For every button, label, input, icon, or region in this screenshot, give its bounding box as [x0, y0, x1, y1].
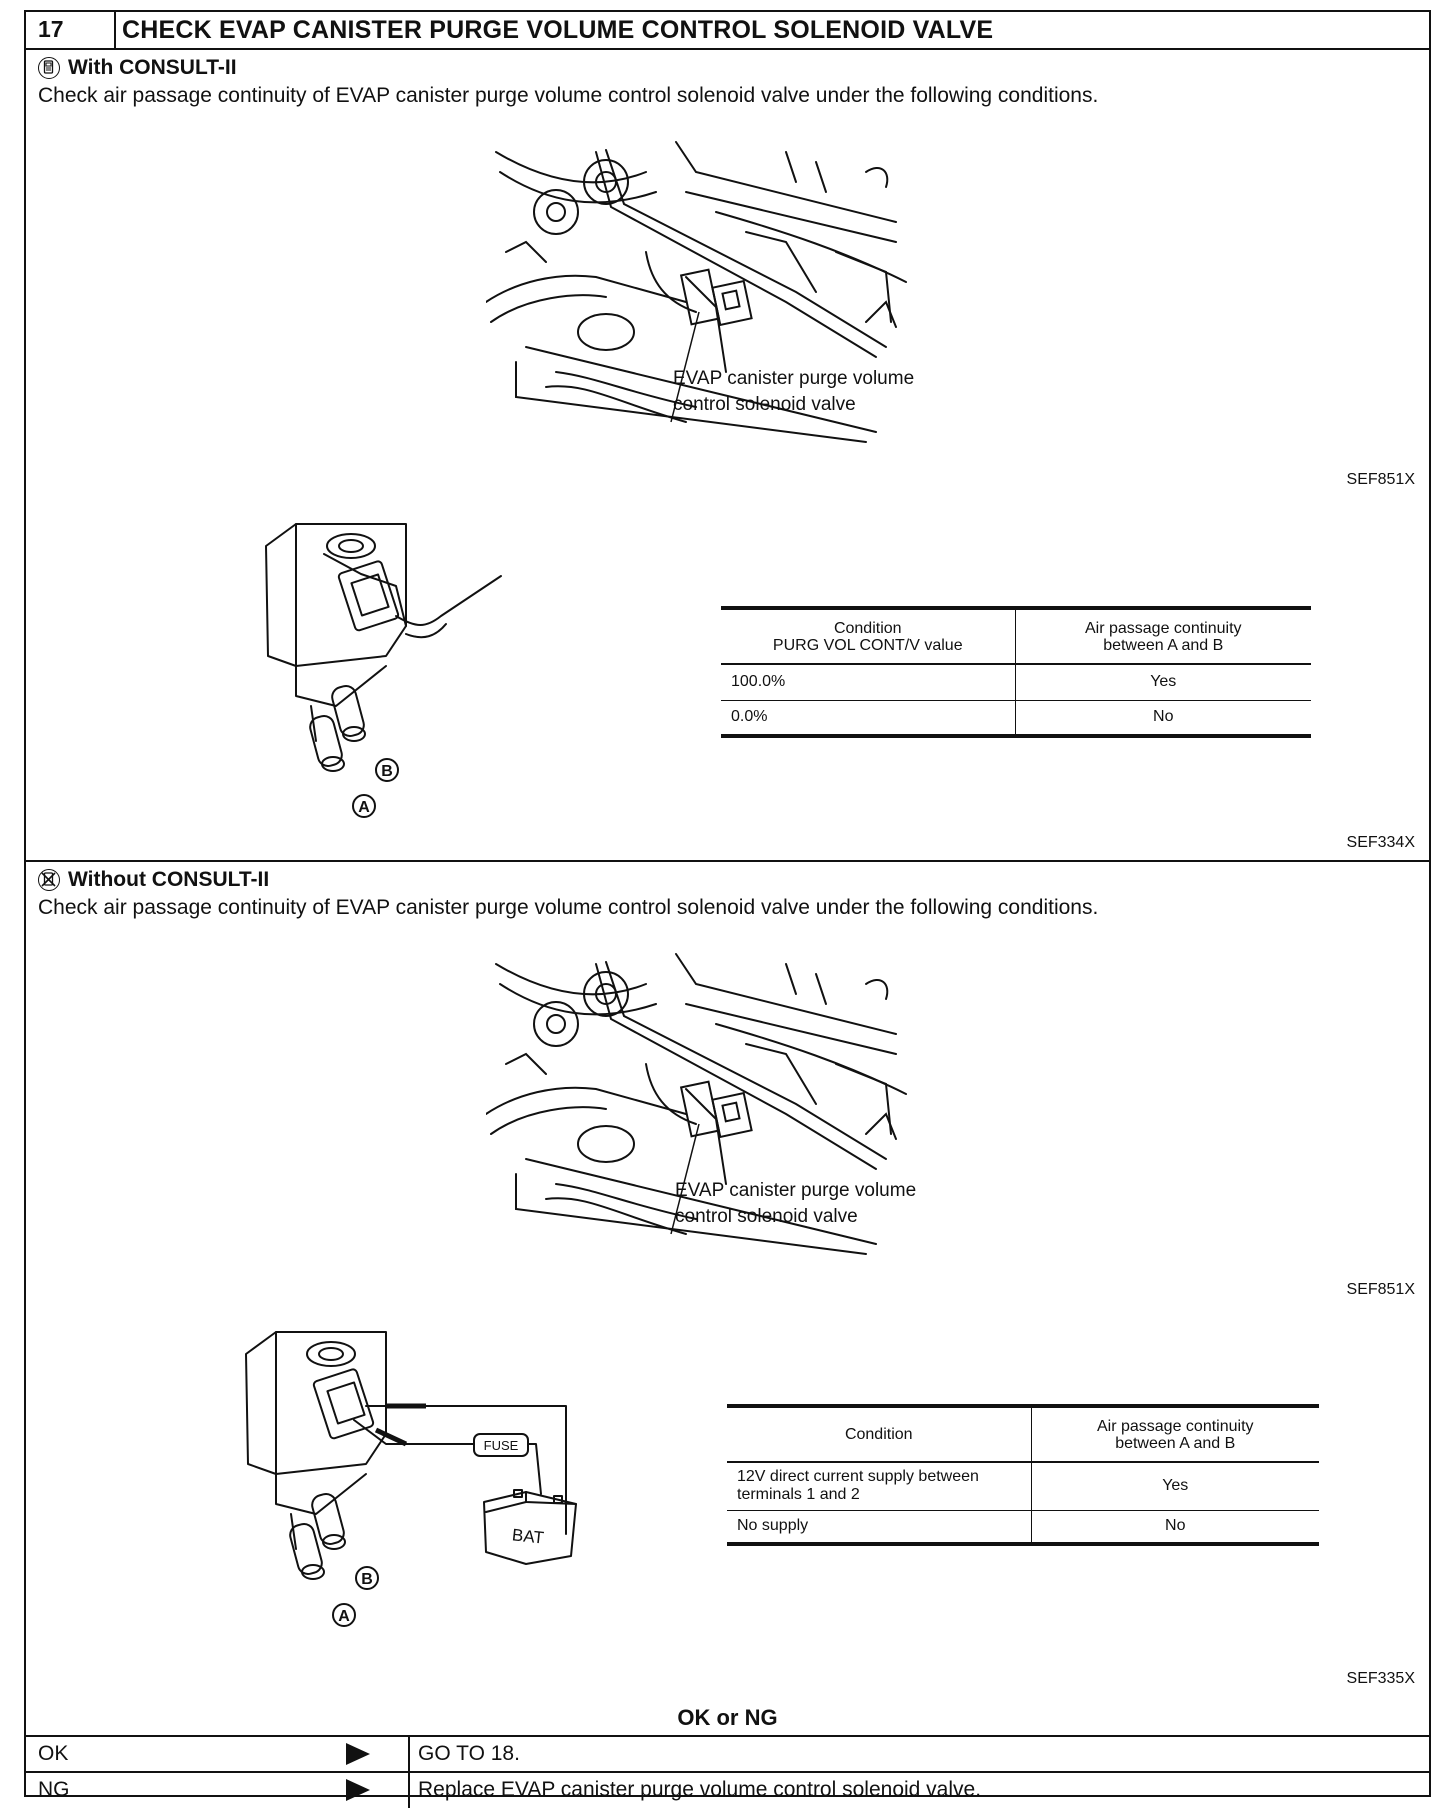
table-row: No supply No: [727, 1510, 1319, 1546]
with-consult-heading-row: With CONSULT-II: [38, 56, 237, 80]
result-row-ok: OK GO TO 18.: [26, 1737, 1429, 1773]
continuity-header-line1: Air passage continuity: [1096, 1417, 1254, 1435]
with-consult-instruction: Check air passage continuity of EVAP can…: [38, 84, 1099, 107]
continuity-cell: Yes: [1015, 664, 1311, 701]
figure-code: SEF851X: [1346, 471, 1415, 488]
continuity-cell: No: [1031, 1510, 1319, 1546]
procedure-frame: 17 CHECK EVAP CANISTER PURGE VOLUME CONT…: [24, 10, 1431, 1808]
port-a-label: A: [358, 799, 370, 816]
solenoid-battery-wiring-illustration: FUSE BAT B A: [245, 1331, 577, 1627]
with-consult-heading: With CONSULT-II: [68, 56, 237, 79]
condition-header-line1: Condition: [833, 619, 902, 637]
condition-line2: terminals 1 and 2: [737, 1486, 860, 1504]
battery-label: BAT: [511, 1525, 545, 1547]
no-consult-icon: [38, 869, 60, 891]
result-action: Replace EVAP canister purge volume contr…: [418, 1778, 982, 1801]
port-a-label: A: [338, 1608, 350, 1625]
step-number: 17: [26, 12, 116, 48]
result-row-ng: NG Replace EVAP canister purge volume co…: [26, 1773, 1429, 1808]
table-row: 12V direct current supply between termin…: [727, 1462, 1319, 1511]
arrow-right-icon: [346, 1779, 370, 1801]
solenoid-valve-illustration: B A: [265, 523, 502, 818]
callout-line-2: control solenoid valve: [673, 394, 856, 415]
with-consult-section: With CONSULT-II Check air passage contin…: [26, 50, 1429, 862]
table-header-row: Condition Air passage continuity between…: [727, 1404, 1319, 1463]
figure-code: SEF335X: [1346, 1670, 1415, 1687]
figure-code: SEF851X: [1346, 1281, 1415, 1298]
condition-cell: 12V direct current supply between termin…: [727, 1462, 1032, 1511]
continuity-header: Air passage continuity between A and B: [1031, 1404, 1319, 1463]
condition-header: Condition PURG VOL CONT/V value: [721, 606, 1016, 665]
condition-cell: 0.0%: [721, 700, 1016, 738]
condition-header: Condition: [727, 1404, 1032, 1463]
without-consult-heading: Without CONSULT-II: [68, 868, 270, 891]
port-b-label: B: [361, 1571, 373, 1588]
condition-cell: 100.0%: [721, 664, 1016, 701]
continuity-header-line2: between A and B: [1115, 1434, 1236, 1452]
continuity-cell: Yes: [1031, 1462, 1319, 1511]
no-consult-condition-table: Condition Air passage continuity between…: [727, 1404, 1319, 1546]
callout-line-1: EVAP canister purge volume: [675, 1180, 917, 1201]
without-consult-instruction: Check air passage continuity of EVAP can…: [38, 896, 1099, 919]
step-title: CHECK EVAP CANISTER PURGE VOLUME CONTROL…: [122, 16, 994, 44]
solenoid-callout: EVAP canister purge volume control solen…: [675, 1178, 916, 1230]
without-consult-section: Without CONSULT-II Check air passage con…: [26, 862, 1429, 1699]
column-divider: [408, 1737, 410, 1773]
consult-tester-icon: [38, 57, 60, 79]
condition-header-line2: PURG VOL CONT/V value: [772, 636, 963, 654]
table-row: 100.0% Yes: [721, 664, 1311, 701]
figure-code: SEF334X: [1346, 834, 1415, 851]
table-row: 0.0% No: [721, 700, 1311, 738]
result-action: GO TO 18.: [418, 1742, 520, 1765]
solenoid-callout: EVAP canister purge volume control solen…: [673, 366, 914, 418]
engine-bay-illustration: [486, 953, 907, 1255]
continuity-header-line2: between A and B: [1103, 636, 1224, 654]
table-header-row: Condition PURG VOL CONT/V value Air pass…: [721, 606, 1311, 665]
port-b-label: B: [381, 763, 393, 780]
result-label: NG: [38, 1778, 70, 1801]
continuity-header: Air passage continuity between A and B: [1015, 606, 1311, 665]
consult-condition-table: Condition PURG VOL CONT/V value Air pass…: [721, 606, 1311, 738]
without-consult-heading-row: Without CONSULT-II: [38, 868, 269, 892]
fuse-label: FUSE: [484, 1438, 519, 1453]
callout-line-2: control solenoid valve: [675, 1206, 858, 1227]
condition-line1: 12V direct current supply between: [737, 1468, 979, 1486]
continuity-header-line1: Air passage continuity: [1084, 619, 1242, 637]
arrow-right-icon: [346, 1743, 370, 1765]
column-divider: [408, 1773, 410, 1808]
callout-line-1: EVAP canister purge volume: [673, 368, 915, 389]
step-header: 17 CHECK EVAP CANISTER PURGE VOLUME CONT…: [26, 12, 1429, 50]
continuity-cell: No: [1015, 700, 1311, 738]
result-heading: OK or NG: [26, 1699, 1429, 1737]
engine-bay-illustration: [486, 141, 907, 443]
condition-cell: No supply: [727, 1510, 1032, 1546]
result-label: OK: [38, 1742, 69, 1765]
